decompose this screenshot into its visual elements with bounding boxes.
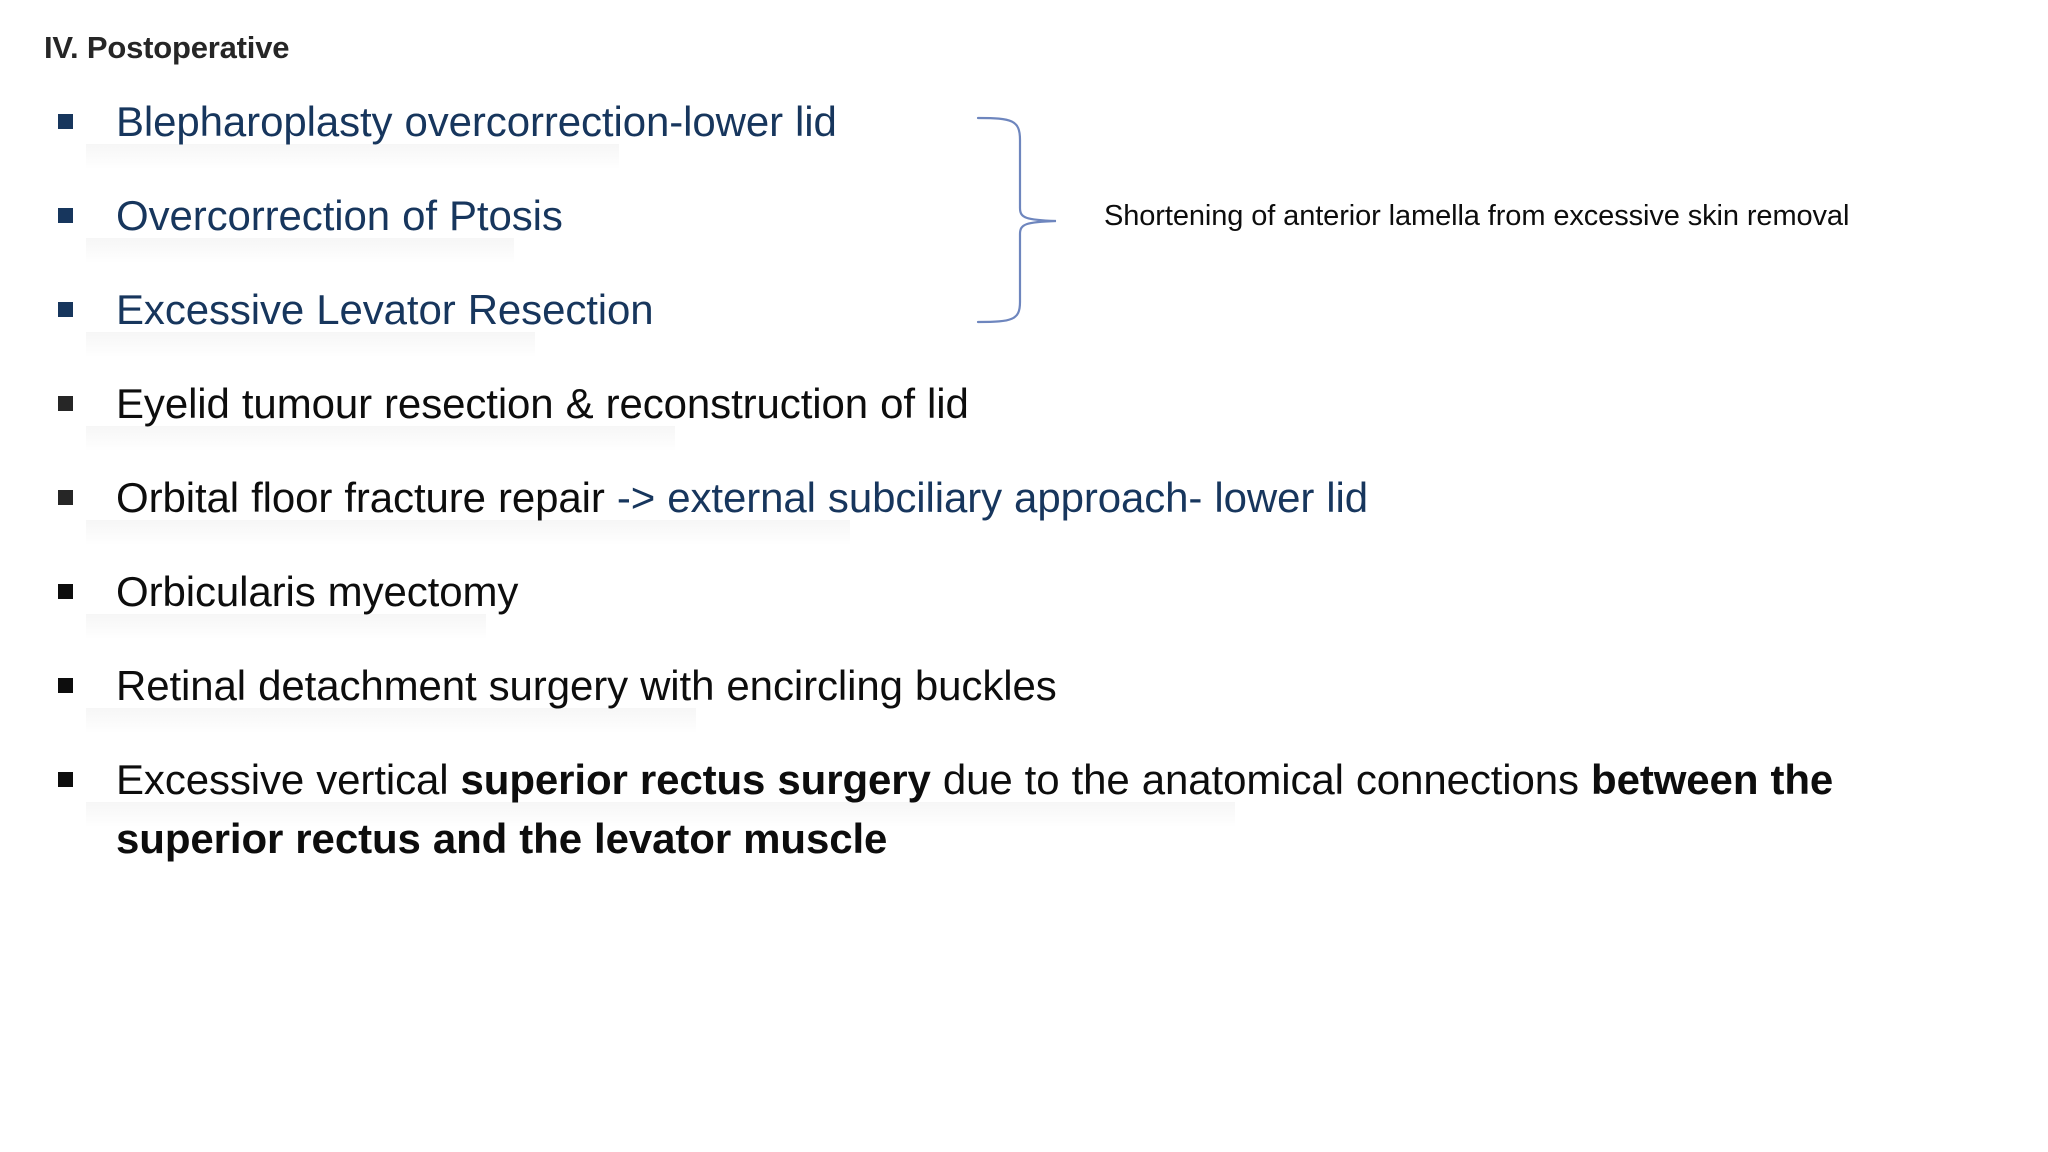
square-bullet-icon (58, 396, 73, 411)
grouping-brace (974, 116, 1060, 324)
annotation-label: Shortening of anterior lamella from exce… (1104, 200, 1850, 232)
square-bullet-icon (58, 208, 73, 223)
bullet-text: Orbicularis myectomy (116, 562, 2008, 621)
bullet-text: Overcorrection of Ptosis (116, 186, 2008, 245)
bullet-text: Excessive Levator Resection (116, 280, 2008, 339)
bullet-text-run: due to the anatomical connections (930, 756, 1592, 803)
square-bullet-icon (58, 772, 73, 787)
bullet-text-run: Orbital floor fracture repair (116, 474, 617, 521)
bullet-text-run: Excessive vertical (116, 756, 461, 803)
bullet-text-run: Eyelid tumour resection & reconstruction… (116, 380, 969, 427)
bullet-item: Retinal detachment surgery with encircli… (0, 656, 2048, 734)
bullet-item: Eyelid tumour resection & reconstruction… (0, 374, 2048, 452)
square-bullet-icon (58, 584, 73, 599)
bullet-text-run: -> external subciliary approach- lower l… (616, 474, 1369, 521)
bullet-text: Blepharoplasty overcorrection-lower lid (116, 92, 2008, 151)
bullet-text-run: Orbicularis myectomy (116, 568, 519, 615)
bullet-text: Orbital floor fracture repair -> externa… (116, 468, 2008, 527)
bullet-text-run: between the superior rectus and the leva… (116, 756, 1834, 862)
bullet-text-run: superior rectus surgery (460, 756, 931, 803)
bullet-text: Eyelid tumour resection & reconstruction… (116, 374, 2008, 433)
bullet-text-run: Retinal detachment surgery with encircli… (116, 662, 1057, 709)
bullet-text: Retinal detachment surgery with encircli… (116, 656, 2008, 715)
bullet-item: Orbital floor fracture repair -> externa… (0, 468, 2048, 546)
bullet-text-run: Excessive Levator Resection (116, 286, 654, 333)
square-bullet-icon (58, 490, 73, 505)
square-bullet-icon (58, 114, 73, 129)
bullet-item: Excessive vertical superior rectus surge… (0, 750, 2048, 868)
bullet-text: Excessive vertical superior rectus surge… (116, 750, 2008, 868)
bullet-text-run: Overcorrection of Ptosis (116, 192, 563, 239)
bullet-item: Orbicularis myectomy (0, 562, 2048, 640)
bullet-text-run: Blepharoplasty overcorrection-lower lid (116, 98, 837, 145)
square-bullet-icon (58, 678, 73, 693)
page-title: IV. Postoperative (44, 30, 290, 65)
square-bullet-icon (58, 302, 73, 317)
